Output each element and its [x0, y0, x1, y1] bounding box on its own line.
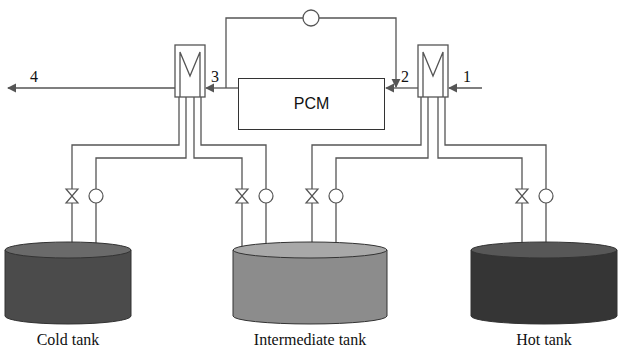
stream-number: 4 [30, 68, 38, 86]
stream-number: 3 [211, 68, 219, 86]
tank-label: Intermediate tank [232, 331, 388, 349]
tank-label: Cold tank [4, 331, 132, 349]
storage-tank: Intermediate tank [232, 240, 388, 352]
tank-cylinder [4, 240, 132, 326]
stream-number: 2 [401, 68, 409, 86]
pcm-box: PCM [238, 78, 385, 130]
box-label: PCM [294, 95, 330, 113]
tank-cylinder [232, 240, 388, 326]
storage-tank: Cold tank [4, 240, 132, 352]
tank-cylinder [470, 240, 618, 326]
tank-label: Hot tank [470, 331, 618, 349]
storage-tank: Hot tank [470, 240, 618, 352]
stream-number: 1 [463, 68, 471, 86]
